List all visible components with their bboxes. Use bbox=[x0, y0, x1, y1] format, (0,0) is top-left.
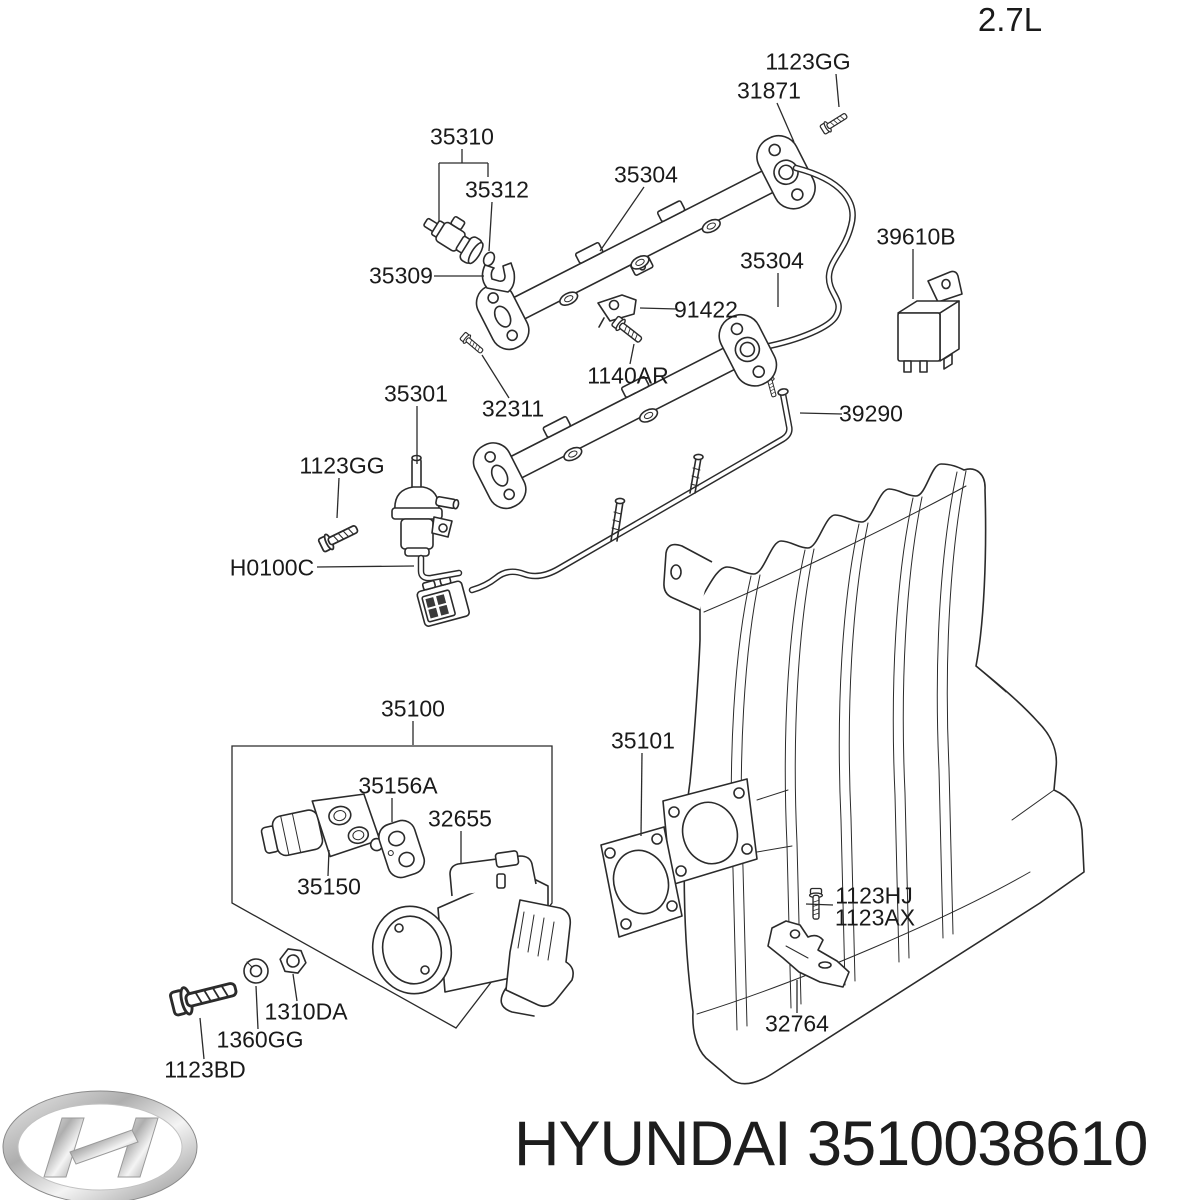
bolt-1123gg-left-drawing bbox=[316, 520, 362, 555]
pipe-clamp-drawing bbox=[597, 294, 637, 328]
part-label-35150: 35150 bbox=[297, 873, 361, 900]
part-label-35310: 35310 bbox=[430, 123, 494, 150]
iac-gasket-drawing bbox=[378, 819, 426, 879]
nut-drawing bbox=[279, 948, 307, 974]
part-label-32764: 32764 bbox=[765, 1010, 829, 1037]
relay-drawing bbox=[897, 270, 963, 373]
engine-variant-label: 2.7L bbox=[977, 1, 1043, 38]
fuel-pipe-drawing bbox=[468, 373, 793, 594]
part-label-35309: 35309 bbox=[369, 262, 433, 289]
part-label-1123bd: 1123BD bbox=[164, 1056, 246, 1083]
throttle-gasket-drawing bbox=[600, 826, 683, 938]
injector-oring-drawing bbox=[482, 251, 496, 267]
bolt-1140ar-drawing bbox=[610, 314, 646, 347]
pressure-regulator-drawing bbox=[391, 454, 460, 557]
part-label-35304-lower: 35304 bbox=[740, 247, 804, 274]
intake-manifold-drawing bbox=[662, 463, 1085, 1085]
part-label-32655: 32655 bbox=[428, 805, 492, 832]
part-label-39610b: 39610B bbox=[876, 223, 956, 250]
bolt-1123bd-drawing bbox=[167, 974, 241, 1019]
crossover-pipe-drawing bbox=[760, 164, 856, 351]
throttle-body-drawing bbox=[371, 850, 574, 1017]
bracket-32764-drawing bbox=[767, 920, 850, 988]
part-label-39290: 39290 bbox=[839, 400, 903, 427]
washer-drawing bbox=[243, 958, 269, 984]
part-label-1123gg-top: 1123GG bbox=[765, 48, 851, 75]
part-label-35100: 35100 bbox=[381, 695, 445, 722]
part-label-1123gg-left: 1123GG bbox=[299, 452, 385, 479]
catalog-part-number: 3510038610 bbox=[807, 1109, 1148, 1179]
part-label-1310da: 1310DA bbox=[264, 998, 348, 1025]
bolt-1123gg-top-drawing bbox=[818, 109, 850, 136]
part-label-32311: 32311 bbox=[481, 395, 545, 422]
brand-name: HYUNDAI bbox=[514, 1109, 792, 1179]
injector-clip-drawing bbox=[481, 262, 516, 293]
part-label-91422: 91422 bbox=[674, 296, 738, 323]
hyundai-logo bbox=[2, 1090, 198, 1200]
rail-stud-drawing bbox=[610, 453, 704, 542]
leader-lines bbox=[199, 73, 914, 1060]
injector-drawing bbox=[423, 215, 484, 265]
part-label-35304-upper: 35304 bbox=[614, 161, 678, 188]
part-label-35301: 35301 bbox=[384, 380, 448, 407]
fuel-rail-upper-drawing bbox=[475, 134, 816, 351]
fuel-hose-drawing bbox=[417, 554, 463, 582]
part-label-1123ax: 1123AX bbox=[834, 904, 916, 931]
fuel-rail-lower-drawing bbox=[472, 313, 778, 510]
harness-connector-drawing bbox=[416, 575, 471, 627]
stud-32311-drawing bbox=[458, 330, 486, 357]
part-label-35312: 35312 bbox=[465, 176, 529, 203]
part-label-35101: 35101 bbox=[611, 727, 675, 754]
part-label-1140ar: 1140AR bbox=[587, 362, 669, 389]
part-label-1360gg: 1360GG bbox=[216, 1026, 304, 1053]
part-label-1123hj: 1123HJ bbox=[835, 882, 913, 909]
part-label-35156a: 35156A bbox=[358, 772, 438, 799]
iac-valve-drawing bbox=[260, 793, 384, 858]
footer-caption: HYUNDAI 3510038610 bbox=[514, 1108, 1148, 1180]
part-label-31871: 31871 bbox=[737, 77, 801, 104]
part-label-h0100c: H0100C bbox=[229, 554, 315, 581]
